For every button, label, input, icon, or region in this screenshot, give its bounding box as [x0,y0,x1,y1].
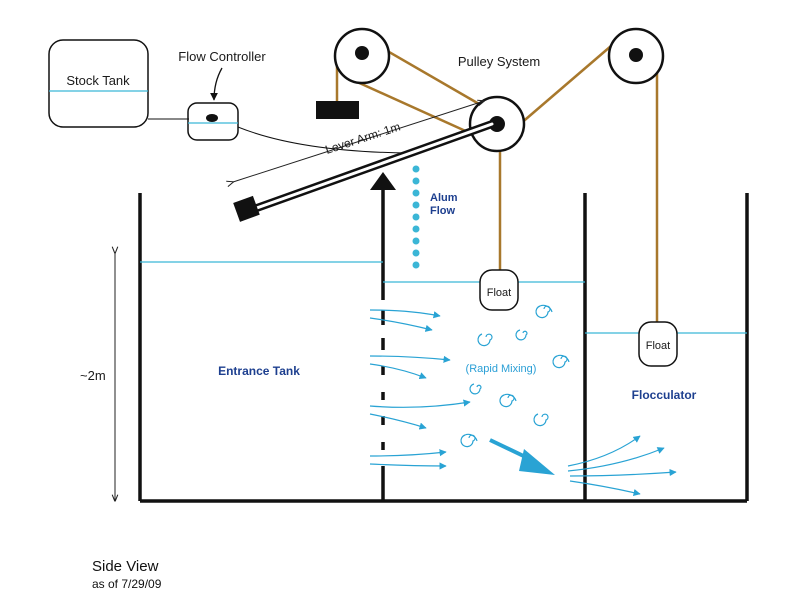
lever-arm-dimension [233,101,484,182]
pulley-right [607,27,665,85]
float-right: Float [638,321,678,367]
main-flow-arrow [489,438,555,475]
alum-flow-drops [412,165,420,269]
alum-flow-label-line2: Flow [430,205,455,217]
stock-tank-label: Stock Tank [66,73,130,88]
tank-walls [138,193,749,503]
pulley-left [333,27,391,85]
float-left: Float [479,269,519,311]
flocculator-label: Flocculator [632,388,697,402]
flow-controller-pointer [210,67,223,101]
caption-title: Side View [92,558,159,575]
inflow-arrows [369,309,471,470]
mixing-swirls [460,304,570,448]
outflow-arrows [567,435,677,497]
stock-tank: Stock Tank [48,39,149,128]
entrance-tank-label: Entrance Tank [218,364,300,378]
counterweight [316,101,359,119]
flow-controller-label: Flow Controller [178,49,266,64]
caption-date: as of 7/29/09 [92,577,162,591]
rapid-mixing-label: (Rapid Mixing) [466,363,537,375]
fulcrum-arrow [370,172,396,190]
float-left-label: Float [487,287,511,299]
float-right-label: Float [646,340,670,352]
pulley-system-label: Pulley System [458,54,540,69]
alum-flow-label-line1: Alum [430,192,458,204]
height-label: ~2m [80,368,106,383]
pulley-center [468,95,526,153]
flow-controller: Flow Controller [178,49,266,141]
